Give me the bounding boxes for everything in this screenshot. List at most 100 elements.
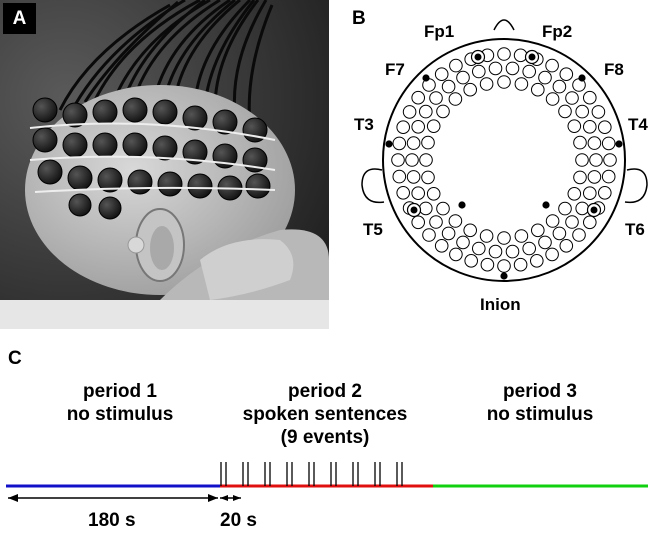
sensor-circle	[422, 78, 436, 92]
period-1-title: period 1	[83, 381, 157, 402]
sensor-circle	[583, 215, 597, 230]
sensor-circle	[531, 82, 545, 97]
fp1-dot-ring	[470, 49, 486, 65]
sensor-circle	[598, 186, 612, 200]
sensor-circle	[441, 79, 456, 94]
sensor-circle	[436, 104, 450, 119]
sensor-circle	[538, 70, 552, 85]
sensor-circle	[575, 153, 589, 167]
inion-dot	[500, 272, 508, 280]
sensor-circle	[591, 105, 606, 119]
dur-20-arrowhead-left	[220, 495, 228, 501]
sensor-circle	[545, 92, 560, 106]
fp2-dot-ring	[524, 49, 540, 65]
dur-180-arrowhead-left	[8, 494, 18, 502]
sensor-circle	[583, 90, 597, 105]
period-2-text: period 2 spoken sentences (9 events)	[225, 380, 425, 449]
panel-b-label: B	[352, 8, 366, 29]
sensor-circle	[479, 229, 494, 243]
sensor-circle	[558, 201, 572, 216]
sensor-circle	[591, 201, 606, 215]
sensor-circle	[472, 241, 486, 256]
sensor-circle	[552, 226, 567, 241]
t3-dot	[385, 140, 393, 148]
sensor-circle	[572, 78, 586, 92]
electrode-t6-label: T6	[625, 220, 645, 239]
sensor-circle	[479, 77, 494, 91]
left-ear-shape	[361, 168, 385, 204]
sensor-circle	[567, 187, 582, 201]
fp2-dot	[528, 53, 536, 61]
p3-dot	[458, 201, 466, 209]
electrode-f8-label: F8	[604, 60, 624, 79]
sensor-circle	[603, 153, 617, 167]
panel-c-label: C	[8, 348, 22, 369]
t5-dot	[410, 206, 418, 214]
dur-20-arrowhead-right	[233, 495, 241, 501]
sensor-circle	[426, 119, 441, 133]
sensor-circle	[434, 67, 449, 81]
sensor-circle	[426, 187, 441, 201]
sensor-circle	[456, 70, 470, 85]
duration-180-label: 180 s	[88, 510, 136, 531]
sensor-circle	[421, 170, 435, 185]
sensor-circle	[601, 136, 616, 151]
sensor-circle	[419, 201, 433, 216]
t5-dot-ring	[406, 202, 422, 218]
sensor-circle	[575, 104, 590, 119]
duration-20-label: 20 s	[220, 510, 257, 531]
sensor-circle	[422, 228, 436, 242]
sensor-circle	[587, 170, 602, 184]
f7-dot	[422, 74, 430, 82]
sensor-circle	[530, 52, 544, 67]
sensor-circle	[463, 223, 478, 238]
sensor-circle	[567, 119, 582, 133]
electrode-t3-label: T3	[354, 115, 374, 134]
nose-shape	[493, 19, 515, 31]
sensor-circle	[558, 104, 572, 119]
sensor-circle	[531, 223, 545, 238]
electrode-fp1-label: Fp1	[424, 22, 455, 41]
sensor-circle	[449, 58, 463, 73]
sensor-circle	[402, 201, 417, 215]
sensor-circle	[396, 120, 411, 134]
electrode-dots	[385, 49, 623, 280]
dur-180-arrowhead-right	[208, 494, 218, 502]
t6-dot	[590, 206, 598, 214]
panel-a-label-box: A	[3, 3, 36, 34]
sensor-circle	[575, 201, 590, 216]
period-1-desc: no stimulus	[66, 404, 174, 425]
infant-eeg-cap-photo	[0, 0, 329, 329]
sensor-circle	[463, 82, 478, 97]
sensor-circle	[419, 104, 433, 119]
sensor-circle	[419, 153, 433, 167]
sensor-circle	[545, 58, 559, 73]
sensor-circle	[565, 91, 579, 105]
sensor-circle	[530, 253, 544, 268]
sensor-circle	[559, 67, 574, 81]
sensor-circle	[552, 79, 567, 94]
electrode-t5-label: T5	[363, 220, 383, 239]
sensor-circle	[402, 105, 417, 119]
electrode-p4-label: P4	[526, 182, 547, 201]
sensor-circle	[391, 153, 405, 167]
sensor-circle	[589, 153, 603, 167]
fp1-dot	[474, 53, 482, 61]
head-outline	[382, 38, 626, 282]
sensor-circle	[429, 91, 443, 105]
sensor-circle	[545, 214, 560, 228]
period-2-title: period 2	[288, 381, 362, 402]
sensor-ring	[391, 47, 617, 273]
sensor-circle	[598, 120, 612, 134]
sensor-circle	[411, 90, 426, 105]
electrode-fp2-label: Fp2	[542, 22, 573, 41]
sensor-circle	[392, 169, 407, 184]
sensor-circle	[449, 247, 463, 262]
sensor-circle	[472, 64, 486, 79]
sensor-circle	[405, 153, 419, 167]
sensor-circle	[396, 186, 411, 200]
sensor-circle	[480, 48, 495, 63]
sensor-circle	[545, 247, 559, 262]
sensor-circle	[488, 244, 503, 259]
right-ear-shape	[624, 168, 648, 204]
